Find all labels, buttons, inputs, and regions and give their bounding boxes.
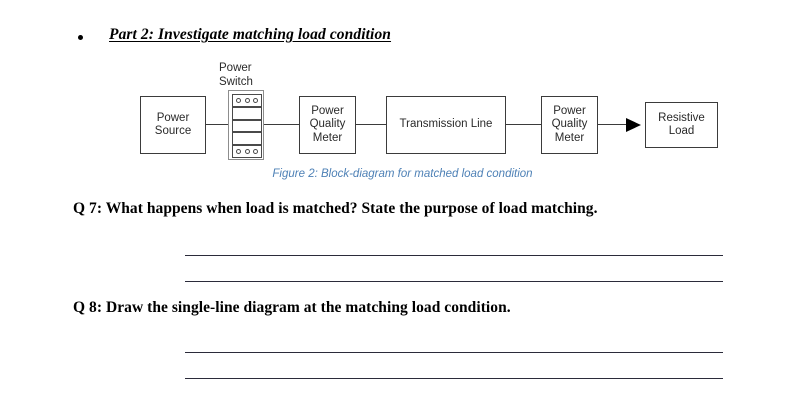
switch-terminal-row-top bbox=[232, 94, 262, 107]
power-switch-label: Power Switch bbox=[219, 62, 253, 88]
wire-source-to-switch bbox=[206, 124, 230, 126]
switch-body-middle bbox=[232, 120, 262, 132]
block-transmission-line: Transmission Line bbox=[386, 96, 506, 154]
answer-line-q8-2[interactable] bbox=[185, 378, 723, 379]
block-power-source: Power Source bbox=[140, 96, 206, 154]
question-q8: Q 8: Draw the single-line diagram at the… bbox=[73, 299, 511, 316]
bullet-icon bbox=[78, 35, 83, 40]
figure-caption: Figure 2: Block-diagram for matched load… bbox=[272, 168, 533, 180]
arrow-to-load-icon bbox=[626, 118, 641, 132]
switch-terminal-dot bbox=[252, 98, 258, 103]
part-heading-row: Part 2: Investigate matching load condit… bbox=[78, 26, 391, 44]
switch-terminal-dot bbox=[236, 149, 242, 154]
switch-body-lower bbox=[232, 132, 262, 145]
switch-terminal-row-bottom bbox=[232, 145, 262, 158]
wire-transmission-to-meter2 bbox=[506, 124, 542, 126]
block-resistive-load: Resistive Load bbox=[645, 102, 718, 148]
switch-terminal-dot bbox=[244, 98, 250, 103]
page-title: Part 2: Investigate matching load condit… bbox=[109, 26, 392, 43]
block-power-quality-meter-1: Power Quality Meter bbox=[299, 96, 356, 154]
switch-body-upper bbox=[232, 107, 262, 120]
switch-terminal-dot bbox=[244, 149, 250, 154]
block-power-quality-meter-2: Power Quality Meter bbox=[541, 96, 598, 154]
question-q7: Q 7: What happens when load is matched? … bbox=[73, 200, 598, 217]
answer-line-q8-1[interactable] bbox=[185, 352, 723, 353]
wire-meter2-to-load bbox=[598, 124, 630, 126]
power-switch-symbol bbox=[228, 90, 264, 160]
answer-line-q7-1[interactable] bbox=[185, 255, 723, 256]
switch-terminal-dot bbox=[236, 98, 242, 103]
wire-switch-to-meter1 bbox=[264, 124, 300, 126]
answer-line-q7-2[interactable] bbox=[185, 281, 723, 282]
wire-meter1-to-transmission bbox=[356, 124, 387, 126]
switch-terminal-dot bbox=[252, 149, 258, 154]
